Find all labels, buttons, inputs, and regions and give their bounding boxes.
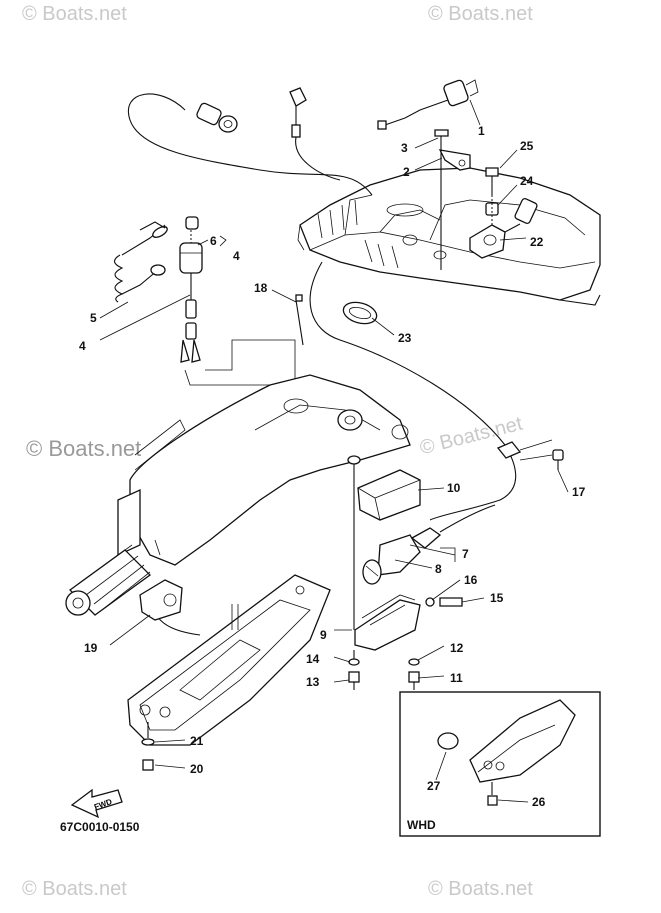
callout-22: 22 xyxy=(530,235,544,249)
inset-label: WHD xyxy=(407,818,436,832)
callout-4-a: 4 xyxy=(233,249,240,263)
grommet-23 xyxy=(342,301,378,325)
callout-16: 16 xyxy=(464,573,478,587)
watermark-top-right: © Boats.net xyxy=(428,3,533,25)
lanyard-cord xyxy=(113,221,168,303)
cable-plug-top xyxy=(127,93,373,196)
callout-26: 26 xyxy=(532,795,546,809)
cable-terminal-top xyxy=(289,87,341,181)
inset-whd: WHD xyxy=(399,691,601,837)
callout-14: 14 xyxy=(306,652,320,666)
callout-12: 12 xyxy=(450,641,464,655)
throttle-sensor-19 xyxy=(139,579,183,621)
wire-cover-10 xyxy=(347,455,421,521)
callout-2: 2 xyxy=(403,165,410,179)
upper-casing-outline xyxy=(297,167,601,306)
watermark-bottom-left: © Boats.net xyxy=(22,878,127,900)
bracket-and-screw-2-3 xyxy=(434,129,471,270)
callout-9: 9 xyxy=(320,628,327,642)
watermark-center-left: © Boats.net xyxy=(26,436,141,461)
callout-11: 11 xyxy=(450,671,463,685)
callout-18: 18 xyxy=(254,281,268,295)
callout-25: 25 xyxy=(520,139,534,153)
watermark-bottom-right: © Boats.net xyxy=(428,878,533,900)
callout-15: 15 xyxy=(490,591,504,605)
switch-bracket-9 xyxy=(353,515,463,665)
callout-8: 8 xyxy=(435,562,442,576)
callout-10: 10 xyxy=(447,481,461,495)
part-number: 67C0010-0150 xyxy=(60,820,140,834)
callout-6: 6 xyxy=(210,234,217,248)
callout-7: 7 xyxy=(462,547,469,561)
callout-1: 1 xyxy=(478,124,485,138)
main-switch-7-8 xyxy=(362,504,496,585)
callout-17: 17 xyxy=(572,485,586,499)
callout-24: 24 xyxy=(520,174,534,188)
neutral-switch-1 xyxy=(377,79,479,130)
callout-23: 23 xyxy=(398,331,412,345)
engine-stop-switch-assy xyxy=(179,216,203,363)
callout-20: 20 xyxy=(190,762,204,776)
callout-5: 5 xyxy=(90,311,97,325)
neutral-switch-22 xyxy=(469,167,538,259)
fwd-arrow: FWD xyxy=(70,788,123,819)
screws-11-14 xyxy=(348,658,420,690)
callout-3: 3 xyxy=(401,141,408,155)
callout-4-b: 4 xyxy=(79,339,86,353)
tiller-handle xyxy=(65,374,411,616)
callout-13: 13 xyxy=(306,675,320,689)
leader-lines xyxy=(99,99,569,803)
watermark-top-left: © Boats.net xyxy=(22,3,127,25)
callout-numbers: 1 2 3 4 4 5 6 7 8 9 10 11 12 13 14 15 16… xyxy=(79,124,586,809)
screws-20-21 xyxy=(141,722,155,771)
clamp-17 xyxy=(496,439,564,470)
plastic-band-18 xyxy=(295,294,304,346)
callout-21: 21 xyxy=(190,734,204,748)
callout-27: 27 xyxy=(427,779,441,793)
callout-19: 19 xyxy=(84,641,98,655)
